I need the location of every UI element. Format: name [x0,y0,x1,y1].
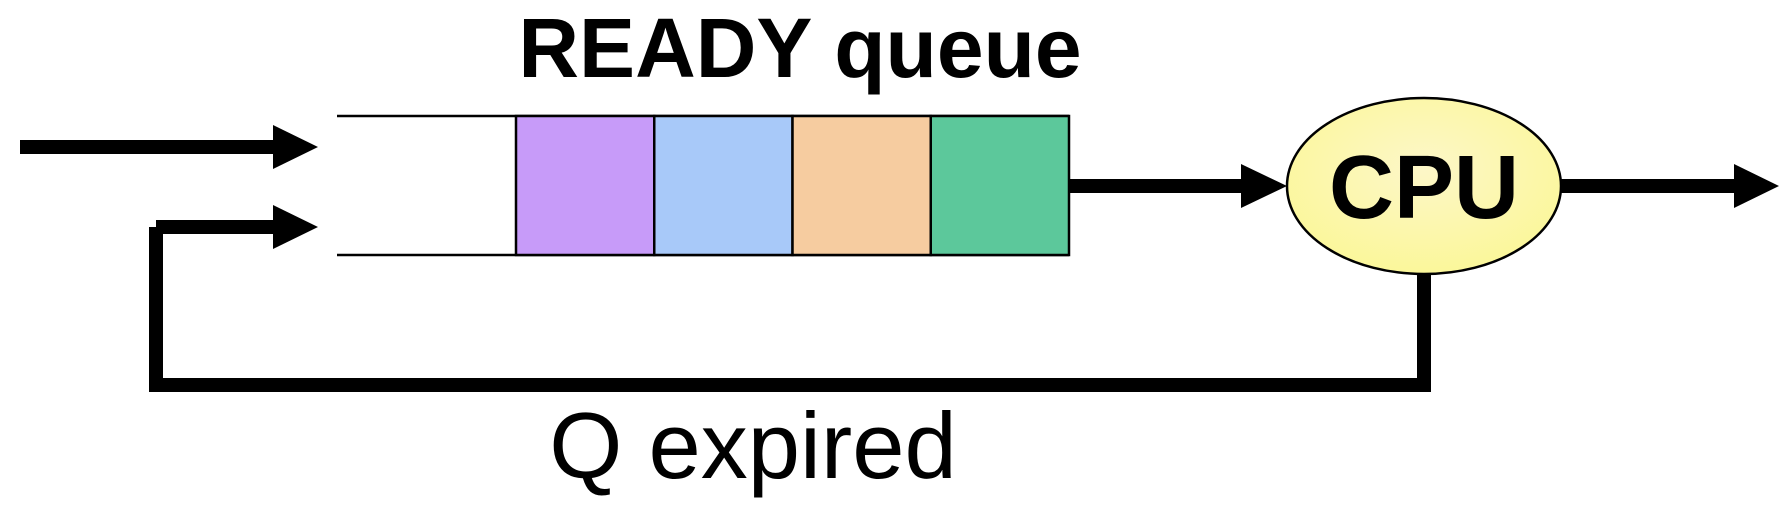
queue-slots [514,114,1071,257]
feedback-loop [149,227,1431,392]
cpu-label: CPU [1329,138,1519,238]
incoming-arrow [20,125,318,169]
exit-arrow [1561,164,1779,208]
requeue-arrow [156,205,318,249]
dispatch-arrow [1069,164,1287,208]
cpu-node: CPU [1285,96,1563,276]
feedback-label: Q expired [549,393,957,498]
queue-slot-1 [514,114,656,257]
queue-slot-4 [929,114,1071,257]
queue-slot-2 [653,114,794,257]
queue-title: READY queue [518,1,1081,95]
queue-slot-3 [791,114,932,257]
